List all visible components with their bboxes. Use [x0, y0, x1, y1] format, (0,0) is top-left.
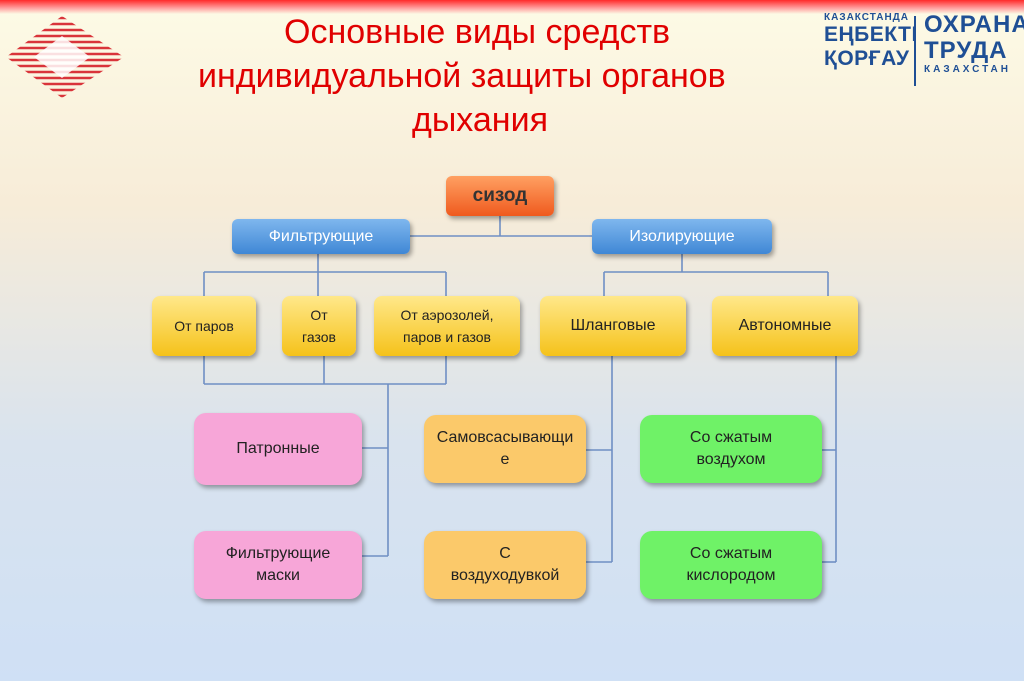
brand-divider [914, 16, 916, 86]
node-isolating: Изолирующие [592, 219, 772, 254]
node-filter-aerosols: От аэрозолей, паров и газов [374, 296, 520, 356]
node-air-blower: С воздуходувкой [424, 531, 586, 599]
node-compressed-air: Со сжатым воздухом [640, 415, 822, 483]
title-line-3: дыхания [412, 101, 548, 139]
brand-logo-ru: ОХРАНА ТРУДА КАЗАХСТАН [924, 11, 1024, 92]
node-filter-gases: От газов [282, 296, 356, 356]
node-filter-vapors: От паров [152, 296, 256, 356]
brand-ru-line1: ОХРАНА [924, 11, 1024, 38]
title-line-2: индивидуальной защиты органов [198, 57, 726, 95]
top-accent-bar [0, 0, 1024, 14]
title-line-1: Основные виды средств [284, 13, 671, 51]
node-autonomous: Автономные [712, 296, 858, 356]
brand-ru-small: КАЗАХСТАН [924, 64, 1011, 75]
brand-logo-kz: КАЗАКСТАНДА ЕҢБЕКТІ ҚОРҒАУ [824, 12, 918, 92]
brand-kz-small: КАЗАКСТАНДА [824, 12, 910, 23]
brand-kz-line1: ЕҢБЕКТІ [824, 23, 918, 46]
node-cartridge: Патронные [194, 413, 362, 485]
company-logo-icon [6, 16, 124, 98]
brand-ru-line2: ТРУДА [924, 37, 1008, 64]
node-root-sizod: сизод [446, 176, 554, 216]
node-filtering: Фильтрующие [232, 219, 410, 254]
brand-kz-line2: ҚОРҒАУ [824, 47, 910, 70]
page-title: Основные виды средств индивидуальной защ… [150, 10, 810, 142]
node-filter-masks: Фильтрующие маски [194, 531, 362, 599]
node-compressed-oxygen: Со сжатым кислородом [640, 531, 822, 599]
node-self-suction: Самовсасывающие [424, 415, 586, 483]
node-hose: Шланговые [540, 296, 686, 356]
